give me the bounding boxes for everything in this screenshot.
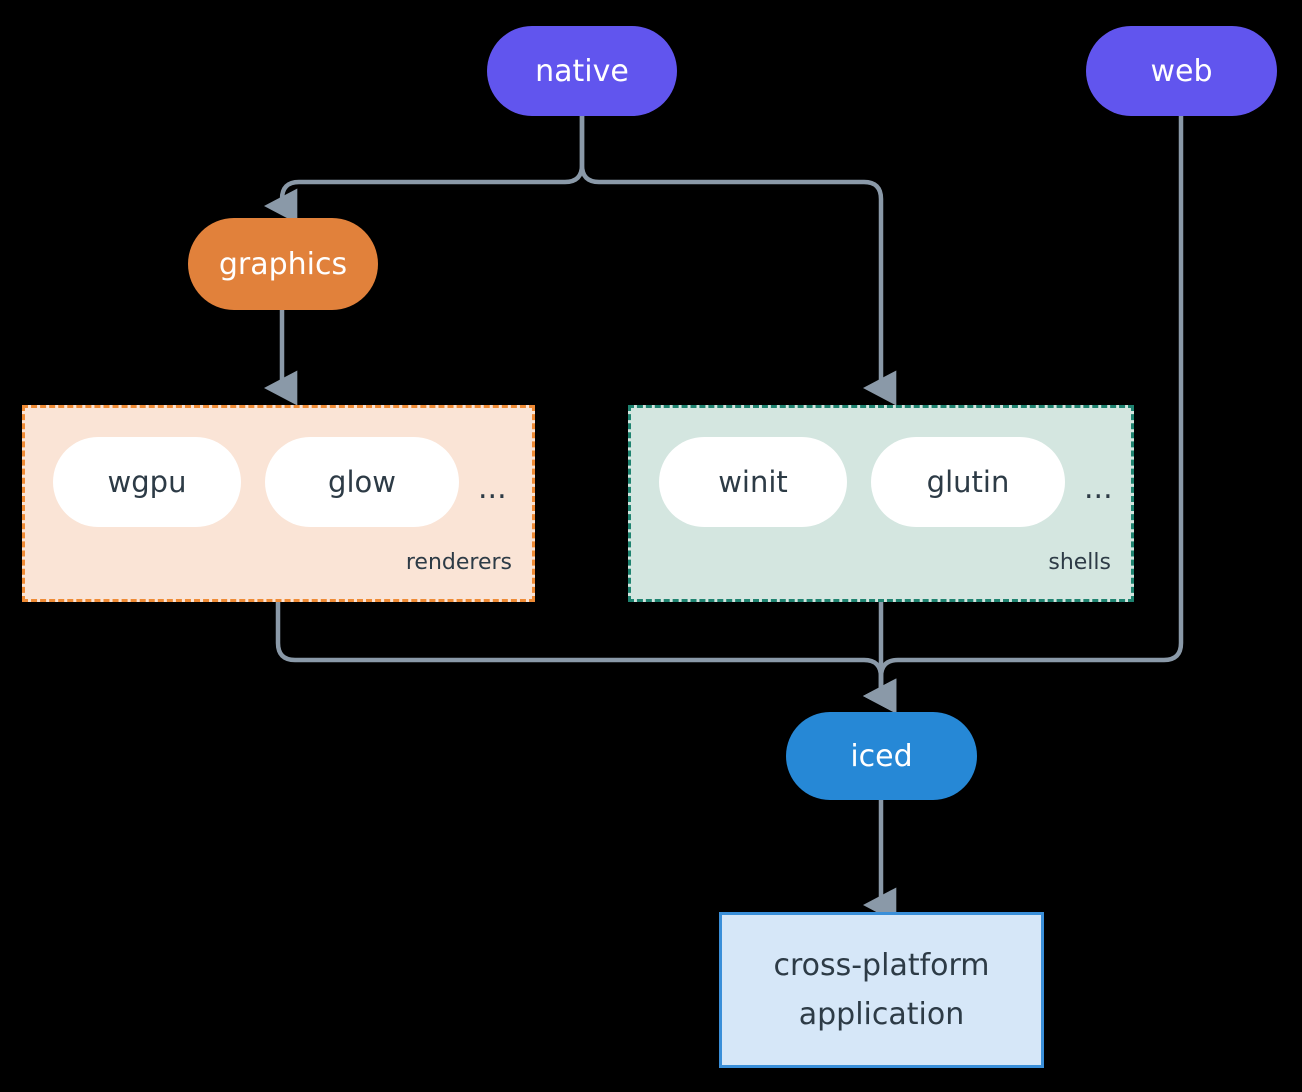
group-renderers-label: renderers	[405, 550, 512, 575]
edge-renderers-to-iced	[275, 602, 897, 714]
group-shells: winit glutin ... shells	[628, 405, 1134, 602]
chip-winit[interactable]: winit	[659, 437, 847, 527]
node-iced[interactable]: iced	[786, 712, 977, 800]
group-shells-label: shells	[1048, 550, 1111, 575]
renderers-more-indicator: ...	[478, 471, 507, 506]
group-renderers: wgpu glow ... renderers	[22, 405, 535, 602]
chip-wgpu[interactable]: wgpu	[53, 437, 241, 527]
shells-more-indicator: ...	[1084, 471, 1113, 506]
node-native-label: native	[535, 53, 629, 89]
node-web-label: web	[1150, 53, 1213, 89]
node-application[interactable]: cross-platform application	[719, 912, 1044, 1068]
chip-wgpu-label: wgpu	[107, 465, 187, 499]
node-graphics[interactable]: graphics	[188, 218, 378, 310]
application-label-line2: application	[798, 997, 965, 1032]
chip-glutin-label: glutin	[926, 465, 1010, 499]
edge-native-to-shells	[579, 113, 897, 406]
chip-winit-label: winit	[718, 465, 788, 499]
application-label-line1: cross-platform	[773, 947, 990, 983]
node-native[interactable]: native	[487, 26, 677, 116]
edge-native-to-graphics	[263, 113, 585, 224]
node-graphics-label: graphics	[218, 246, 348, 282]
chip-glow-label: glow	[328, 465, 396, 499]
node-web[interactable]: web	[1086, 26, 1277, 116]
chip-glow[interactable]: glow	[265, 437, 459, 527]
node-iced-label: iced	[850, 738, 913, 774]
chip-glutin[interactable]: glutin	[871, 437, 1065, 527]
